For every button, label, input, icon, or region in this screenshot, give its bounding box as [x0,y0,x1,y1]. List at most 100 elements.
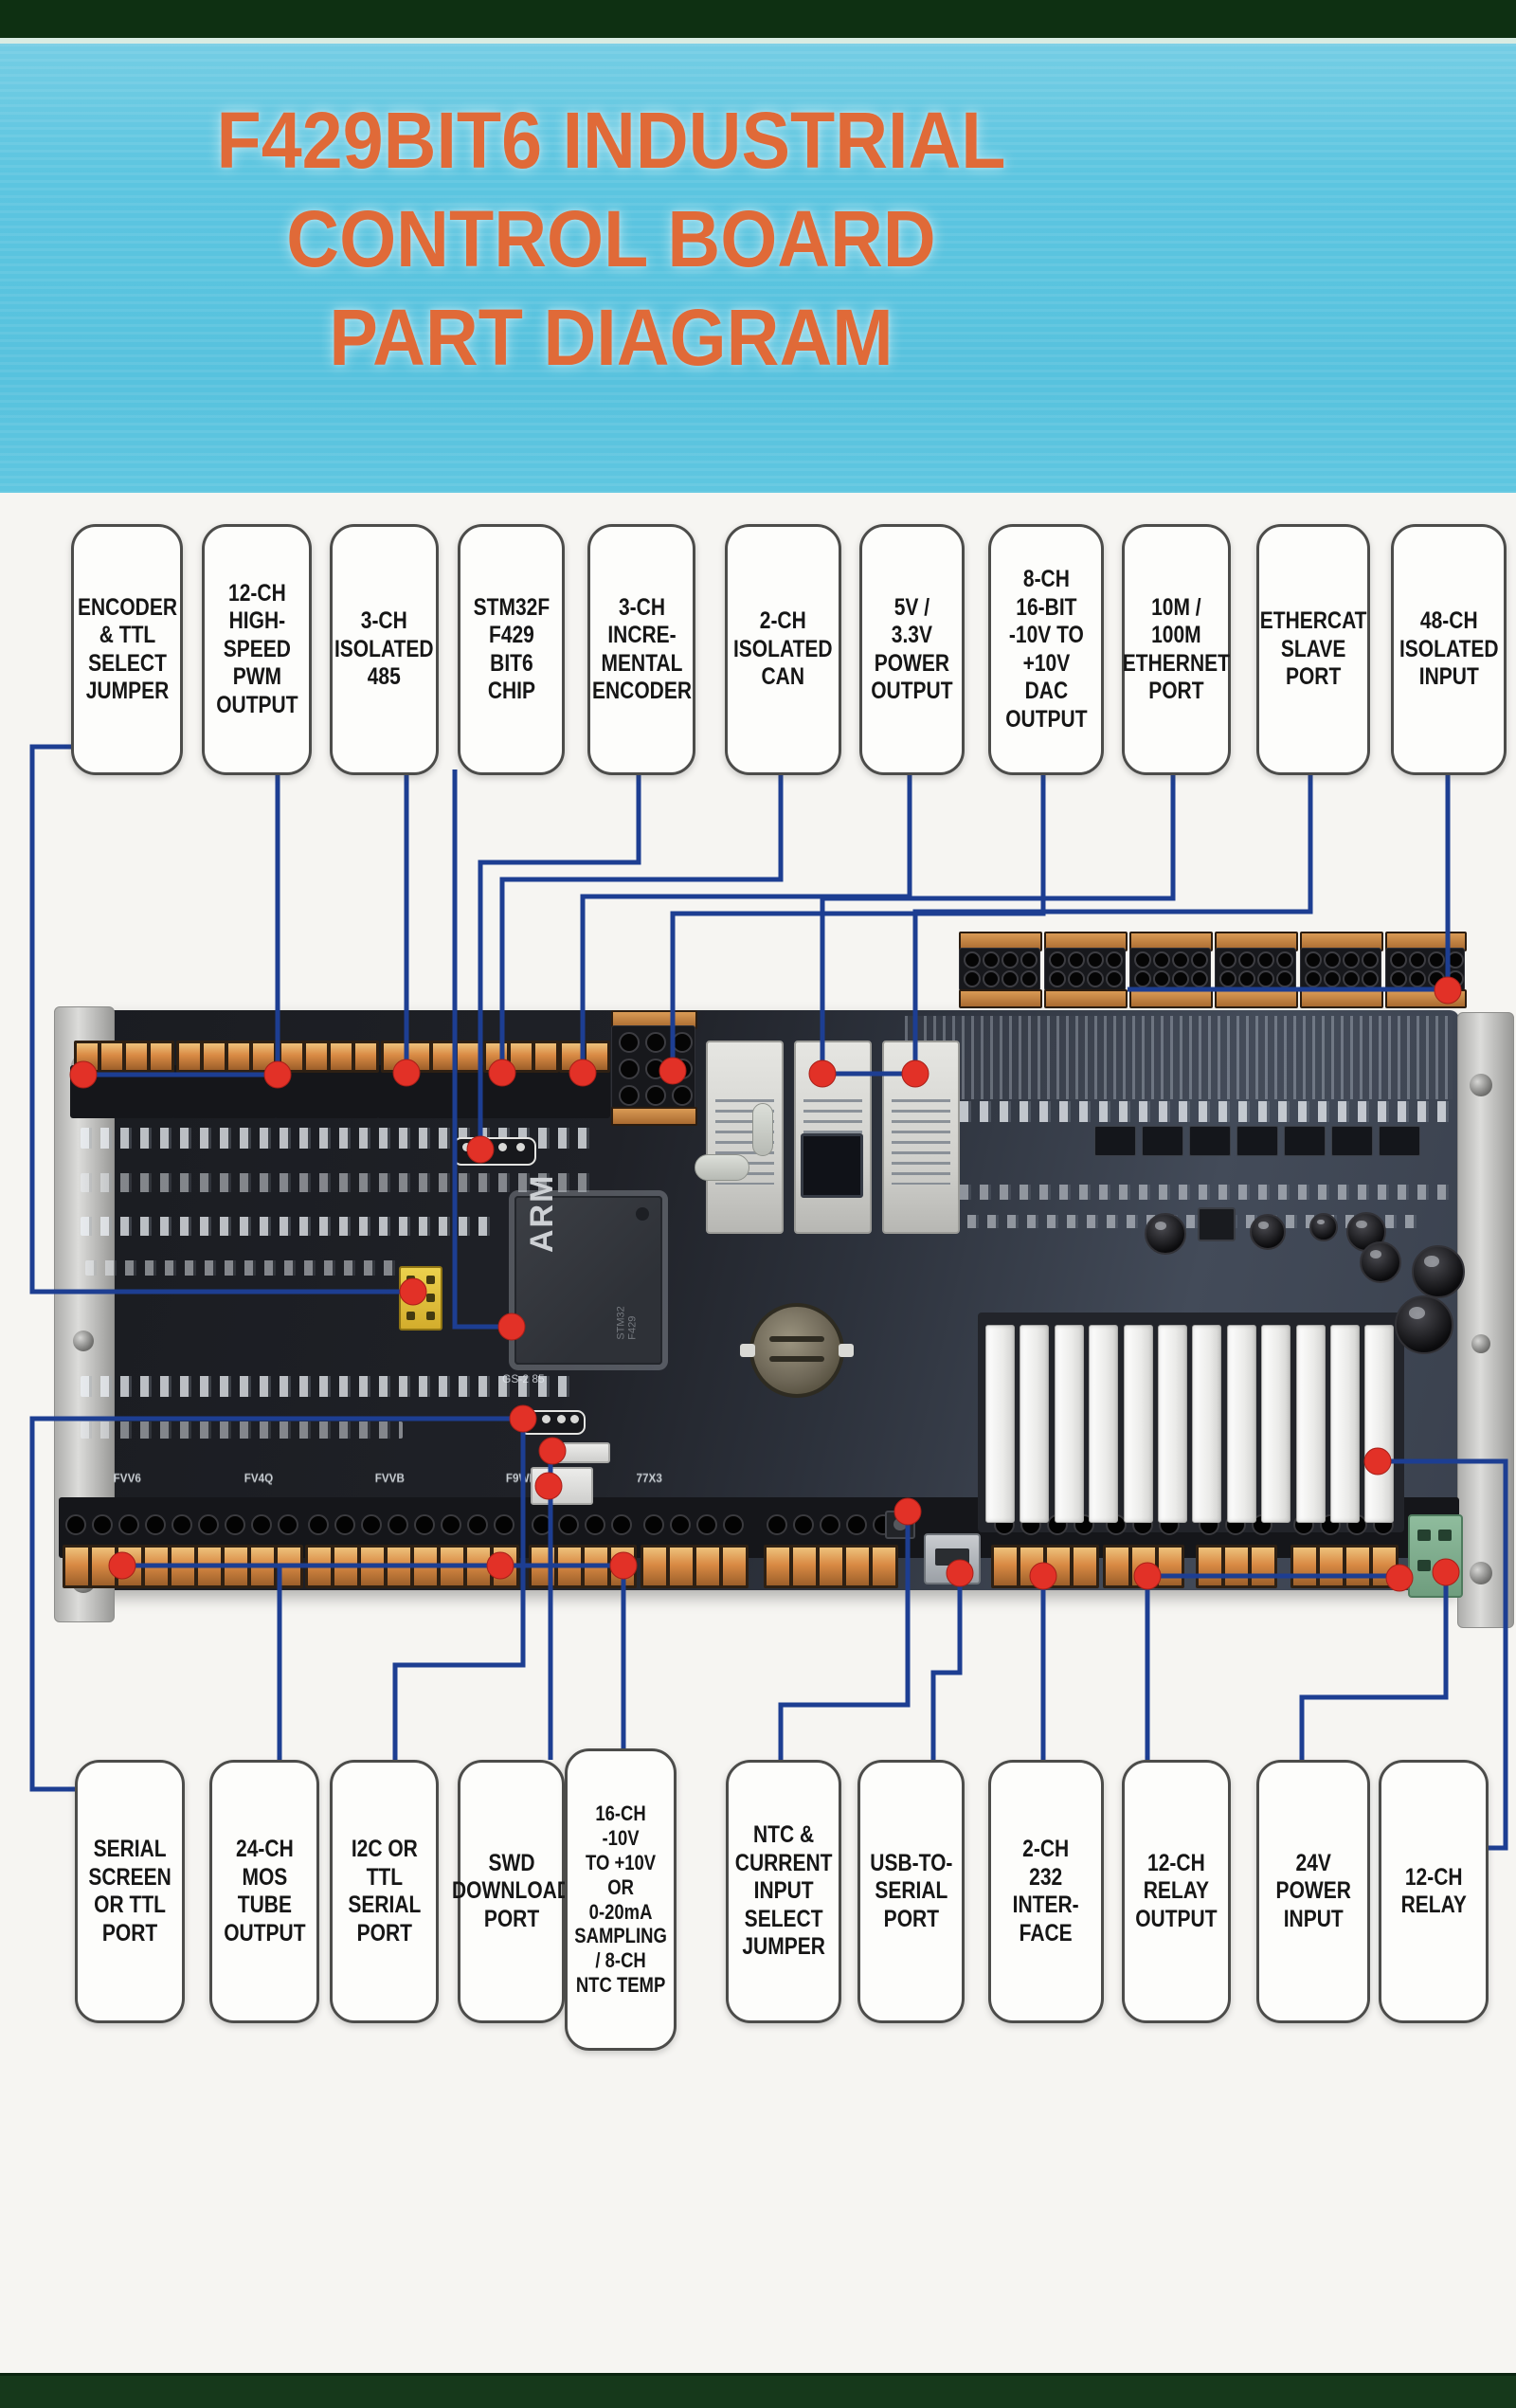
rail-screw [1470,1074,1492,1096]
connector-wire [478,769,641,1150]
callout-isolated-485: 3-CH ISOLATED 485 [330,524,439,775]
terminal-pin [352,1041,379,1073]
soic-chip [1094,1126,1136,1156]
component-row [900,1101,1454,1122]
pcb-ribbon-texture [905,1016,1453,1099]
callout-isolated-input: 48-CH ISOLATED INPUT [1391,524,1507,775]
callout-mos-tube-output: 24-CH MOS TUBE OUTPUT [209,1760,319,2023]
terminal-socket [494,1514,514,1535]
stm32-arm-chip: ARM STM32 F429 [514,1174,662,1365]
relay [985,1325,1015,1523]
connection-dot [901,1059,929,1088]
terminal-pin [532,1041,559,1073]
battery-retainer-slot [768,1355,825,1362]
component-row [85,1260,398,1276]
callout-label: 5V / 3.3V POWER OUTPUT [871,593,953,705]
connection-dot [808,1059,837,1088]
terminal-pin [1156,1545,1184,1588]
title-line-3: PART DIAGRAM [329,293,893,383]
soic-chip [1189,1126,1231,1156]
callout-pwm-output: 12-CH HIGH- SPEED PWM OUTPUT [202,524,312,775]
voltage-regulator [1198,1207,1236,1241]
capacitor [1145,1213,1186,1255]
terminal-socket [723,1514,744,1535]
capacitor [1309,1213,1338,1241]
terminal-socket [585,1514,605,1535]
connection-dot [1385,1564,1414,1592]
callout-label: 24V POWER INPUT [1275,1849,1351,1932]
callout-label: ETHERCAT SLAVE PORT [1259,607,1367,691]
terminal-socket [308,1514,329,1535]
connector-wire [930,1573,963,1760]
page-title: F429BIT6 INDUSTRIAL CONTROL BOARD PART D… [0,91,1222,387]
rail-screw [73,1331,94,1351]
callout-label: 2-CH ISOLATED CAN [733,607,833,691]
connection-dot [69,1060,98,1089]
battery-tab [740,1343,755,1357]
terminal-socket [441,1514,461,1535]
connection-dot [399,1277,427,1306]
connector-wire [580,769,912,1073]
callout-label: SWD DOWNLOAD PORT [451,1849,571,1932]
connection-dot [263,1060,292,1089]
terminal-socket [670,1514,691,1535]
connection-dot [893,1497,922,1526]
callout-label: ENCODER & TTL SELECT JUMPER [77,593,177,705]
soic-chip [1379,1126,1420,1156]
callout-ethernet-port: 10M / 100M ETHERNET PORT [1122,524,1231,775]
callout-ethercat-slave-port: ETHERCAT SLAVE PORT [1256,524,1370,775]
relay [1261,1325,1291,1523]
terminal-socket [334,1514,355,1535]
component-row [81,1173,597,1192]
terminal-pin [991,1545,1020,1588]
connection-dot [538,1437,567,1465]
connection-dot [1363,1447,1392,1476]
terminal-pin [1071,1545,1099,1588]
connection-dot [1133,1562,1162,1590]
callout-label: 12-CH RELAY [1400,1863,1467,1919]
rail-screw [1470,1562,1492,1584]
callout-label: STM32F F429 BIT6 CHIP [473,593,550,705]
connection-dot [488,1059,516,1087]
matrix-header [611,1025,695,1109]
connection-dot [659,1057,687,1085]
connection-dot [1029,1562,1057,1590]
connection-dot [108,1551,136,1580]
callout-stm32-chip: STM32F F429 BIT6 CHIP [458,524,565,775]
callout-label: 3-CH ISOLATED 485 [334,607,434,691]
callout-label: I2C OR TTL SERIAL PORT [347,1836,422,1946]
component-row [81,1421,403,1439]
component-row [81,1376,573,1397]
callout-dac-output: 8-CH 16-BIT -10V TO +10V DAC OUTPUT [988,524,1104,775]
callout-label: 12-CH HIGH- SPEED PWM OUTPUT [215,579,298,718]
connection-dot [486,1551,514,1580]
silkscreen-text: 77X3 [636,1471,662,1485]
terminal-block-base [275,1065,379,1118]
crystal-oscillator [752,1103,773,1156]
callout-isolated-can: 2-CH ISOLATED CAN [725,524,841,775]
silkscreen-text: FV4Q [244,1471,274,1485]
input-array-bottom [959,989,1042,1008]
terminal-socket [467,1514,488,1535]
callout-label: 8-CH 16-BIT -10V TO +10V DAC OUTPUT [1004,566,1088,733]
connector-wire [778,1512,911,1760]
callout-power-input: 24V POWER INPUT [1256,1760,1370,2023]
connector-wire [452,769,512,1330]
crystal-oscillator [695,1154,749,1181]
component-row [81,1217,497,1236]
terminal-socket [414,1514,435,1535]
terminal-socket [767,1514,787,1535]
capacitor [1250,1214,1286,1250]
relay [1158,1325,1187,1523]
terminal-pin [430,1041,457,1073]
top-green-bar [0,0,1516,38]
bottom-green-bar [0,2373,1516,2408]
terminal-socket [92,1514,113,1535]
soic-chip [1331,1126,1373,1156]
relay [1192,1325,1222,1523]
title-banner [0,44,1516,493]
terminal-pin [870,1545,898,1588]
relay [1123,1325,1153,1523]
callout-label: 3-CH INCRE- MENTAL ENCODER [591,593,692,705]
